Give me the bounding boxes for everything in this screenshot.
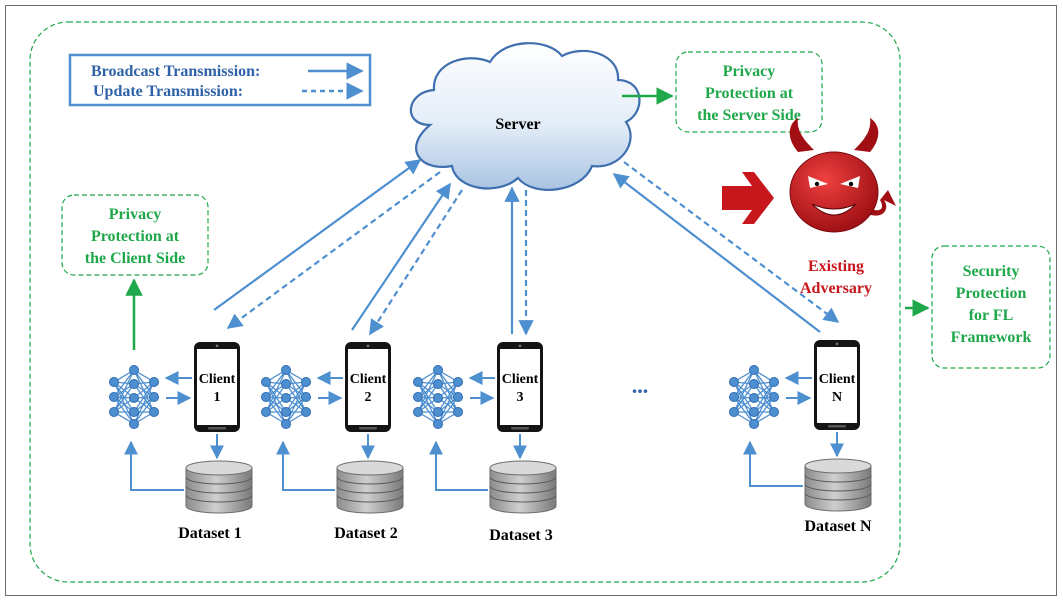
client-label: Client	[819, 372, 856, 387]
client-label: Client	[350, 372, 387, 387]
client-number: 3	[517, 390, 524, 405]
adversary-line1: Existing	[808, 258, 864, 275]
privacy-client-side: Privacy Protection at the Client Side	[61, 194, 209, 350]
legend: Broadcast Transmission: Update Transmiss…	[68, 53, 372, 107]
broadcast-arrow-client-2	[369, 189, 463, 336]
neural-network-icon	[108, 364, 160, 430]
dataset-label: Dataset 1	[178, 525, 242, 542]
privacy-client-box	[61, 194, 209, 276]
client-group-1: Client 1 Dataset 1	[108, 342, 253, 542]
security-line1: Security	[963, 263, 1020, 280]
client-group-2: Client 2 Dataset 2	[260, 342, 404, 542]
neural-network-icon	[260, 364, 312, 430]
database-icon	[336, 460, 404, 514]
training-data-arrow	[124, 440, 184, 491]
training-data-arrow	[743, 440, 803, 487]
privacy-server-box	[675, 51, 823, 133]
adversary-line2: Adversary	[800, 280, 872, 297]
legend-box	[68, 53, 372, 107]
red-arrow-icon	[722, 172, 774, 224]
broadcast-arrow-client-n	[623, 161, 840, 323]
client-label: Client	[502, 372, 539, 387]
server-label: Server	[495, 116, 540, 133]
phone-icon	[194, 342, 240, 432]
update-arrow-client-n	[612, 173, 821, 333]
security-line2: Protection	[956, 285, 1027, 302]
phone-icon	[345, 342, 391, 432]
dataset-label: Dataset 3	[489, 527, 553, 544]
privacy-server-line3: the Server Side	[697, 107, 801, 124]
server-cloud: Server	[409, 42, 641, 191]
client-number: N	[832, 390, 842, 405]
update-arrow-client-2	[351, 182, 451, 331]
privacy-client-line3: the Client Side	[85, 250, 185, 267]
cloud-icon	[409, 42, 641, 191]
security-line4: Framework	[951, 329, 1032, 346]
privacy-server-line2: Protection at	[705, 85, 794, 102]
legend-broadcast-label: Broadcast Transmission:	[91, 63, 260, 80]
client-group-3: Client 3 Dataset 3	[412, 342, 557, 544]
dataset-label: Dataset N	[804, 518, 872, 535]
neural-network-icon	[728, 364, 780, 430]
privacy-client-line2: Protection at	[91, 228, 180, 245]
client-label: Client	[199, 372, 236, 387]
fl-system-boundary	[29, 21, 901, 583]
legend-update-label: Update Transmission:	[93, 83, 243, 100]
security-box	[931, 245, 1051, 369]
security-line3: for FL	[969, 307, 1014, 324]
adversary: Existing Adversary	[722, 118, 896, 297]
client-group-n: Client N Dataset N	[728, 340, 872, 535]
privacy-server-line1: Privacy	[723, 63, 775, 80]
devil-icon	[789, 118, 896, 233]
training-data-arrow	[429, 440, 488, 491]
neural-network-icon	[412, 364, 464, 430]
privacy-client-line1: Privacy	[109, 206, 161, 223]
database-icon	[185, 460, 253, 514]
security-protection: Security Protection for FL Framework	[905, 245, 1051, 369]
phone-icon	[497, 342, 543, 432]
client-number: 2	[365, 390, 372, 405]
update-arrow-client-1	[213, 159, 422, 311]
privacy-server-side: Privacy Protection at the Server Side	[622, 51, 823, 133]
broadcast-arrow-client-1	[226, 171, 441, 329]
dataset-label: Dataset 2	[334, 525, 398, 542]
client-number: 1	[214, 390, 221, 405]
database-icon	[489, 460, 557, 514]
database-icon	[804, 458, 872, 512]
transmission-arrows	[213, 159, 840, 336]
more-clients-ellipsis: ...	[632, 373, 649, 398]
outer-frame	[5, 5, 1057, 596]
training-data-arrow	[276, 440, 335, 491]
